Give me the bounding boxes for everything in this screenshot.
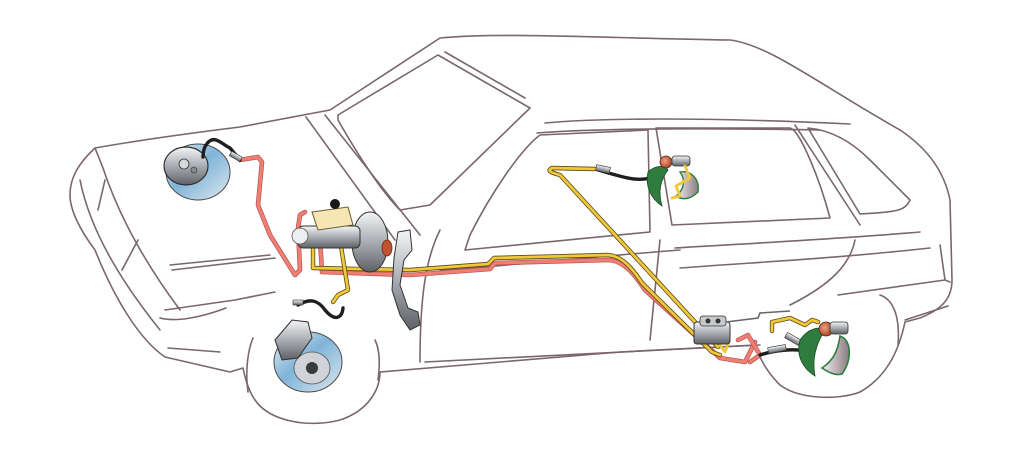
red-loop [736, 333, 762, 364]
rear-door-edge [789, 239, 856, 306]
sill-line [424, 344, 761, 363]
tail-lamp [939, 244, 951, 283]
grille-line-1 [79, 179, 161, 331]
rear-left-shoe-icon [646, 166, 669, 207]
rear-left-bleed-line [670, 164, 692, 200]
rear-bumper-low [904, 305, 949, 321]
front-right-hose [296, 299, 345, 319]
body-crease [679, 247, 931, 269]
c-pillar-line [794, 124, 861, 226]
car-body [69, 34, 953, 425]
red-line-main [318, 238, 757, 364]
front-left-hose [201, 137, 242, 162]
headlight-line [169, 254, 271, 266]
pressure-regulator [693, 310, 791, 345]
front-wheel-arch [246, 337, 254, 393]
brake-lines [237, 154, 821, 365]
beltline-rear [674, 231, 921, 249]
front-wheel-arch-2 [374, 339, 381, 381]
master-cylinder-assembly [291, 199, 421, 331]
front-right-disc-brake [273, 299, 345, 393]
rear-right-shoe-icon [798, 327, 826, 377]
windshield [337, 54, 531, 211]
bumper-line-2 [159, 307, 227, 321]
car-silhouette [69, 34, 953, 425]
reservoir-cap-icon [330, 199, 340, 209]
grille-line-2 [97, 179, 106, 211]
fender-line [171, 257, 276, 271]
yellow-line-regulator-loop [718, 342, 730, 354]
a-pillar-line [444, 51, 526, 99]
rear-left-drum-brake [595, 155, 699, 207]
front-lower-line [167, 347, 221, 353]
brake-pedal-icon [391, 229, 421, 331]
rear-bumper [837, 279, 946, 296]
front-door-edge [419, 229, 441, 363]
yellow-line-front-right [331, 238, 350, 304]
rear-left-cylinder-icon [659, 155, 673, 169]
yellow-line-main [311, 242, 722, 357]
front-left-disc-brake [163, 137, 243, 201]
roof-edge [536, 127, 821, 134]
rear-right-drum-brake [758, 321, 851, 377]
a-pillar-inner-2 [324, 114, 421, 236]
yellow-line-rear-left [548, 166, 720, 349]
regulator-lever [725, 310, 791, 323]
front-right-caliper-icon [274, 319, 313, 361]
rear-door-window [655, 127, 831, 226]
b-pillar [649, 239, 661, 341]
quarter-window [807, 127, 911, 215]
front-door-window [464, 129, 651, 251]
front-right-hub-icon [306, 362, 318, 374]
rear-wheel-arch [879, 294, 900, 346]
red-line-front-left [238, 155, 307, 277]
grille-line-3 [121, 239, 139, 271]
bumper-line [164, 291, 276, 311]
hood-edge [94, 147, 181, 311]
roof-gutter [544, 118, 851, 125]
yellow-line-rear-right [770, 316, 820, 333]
